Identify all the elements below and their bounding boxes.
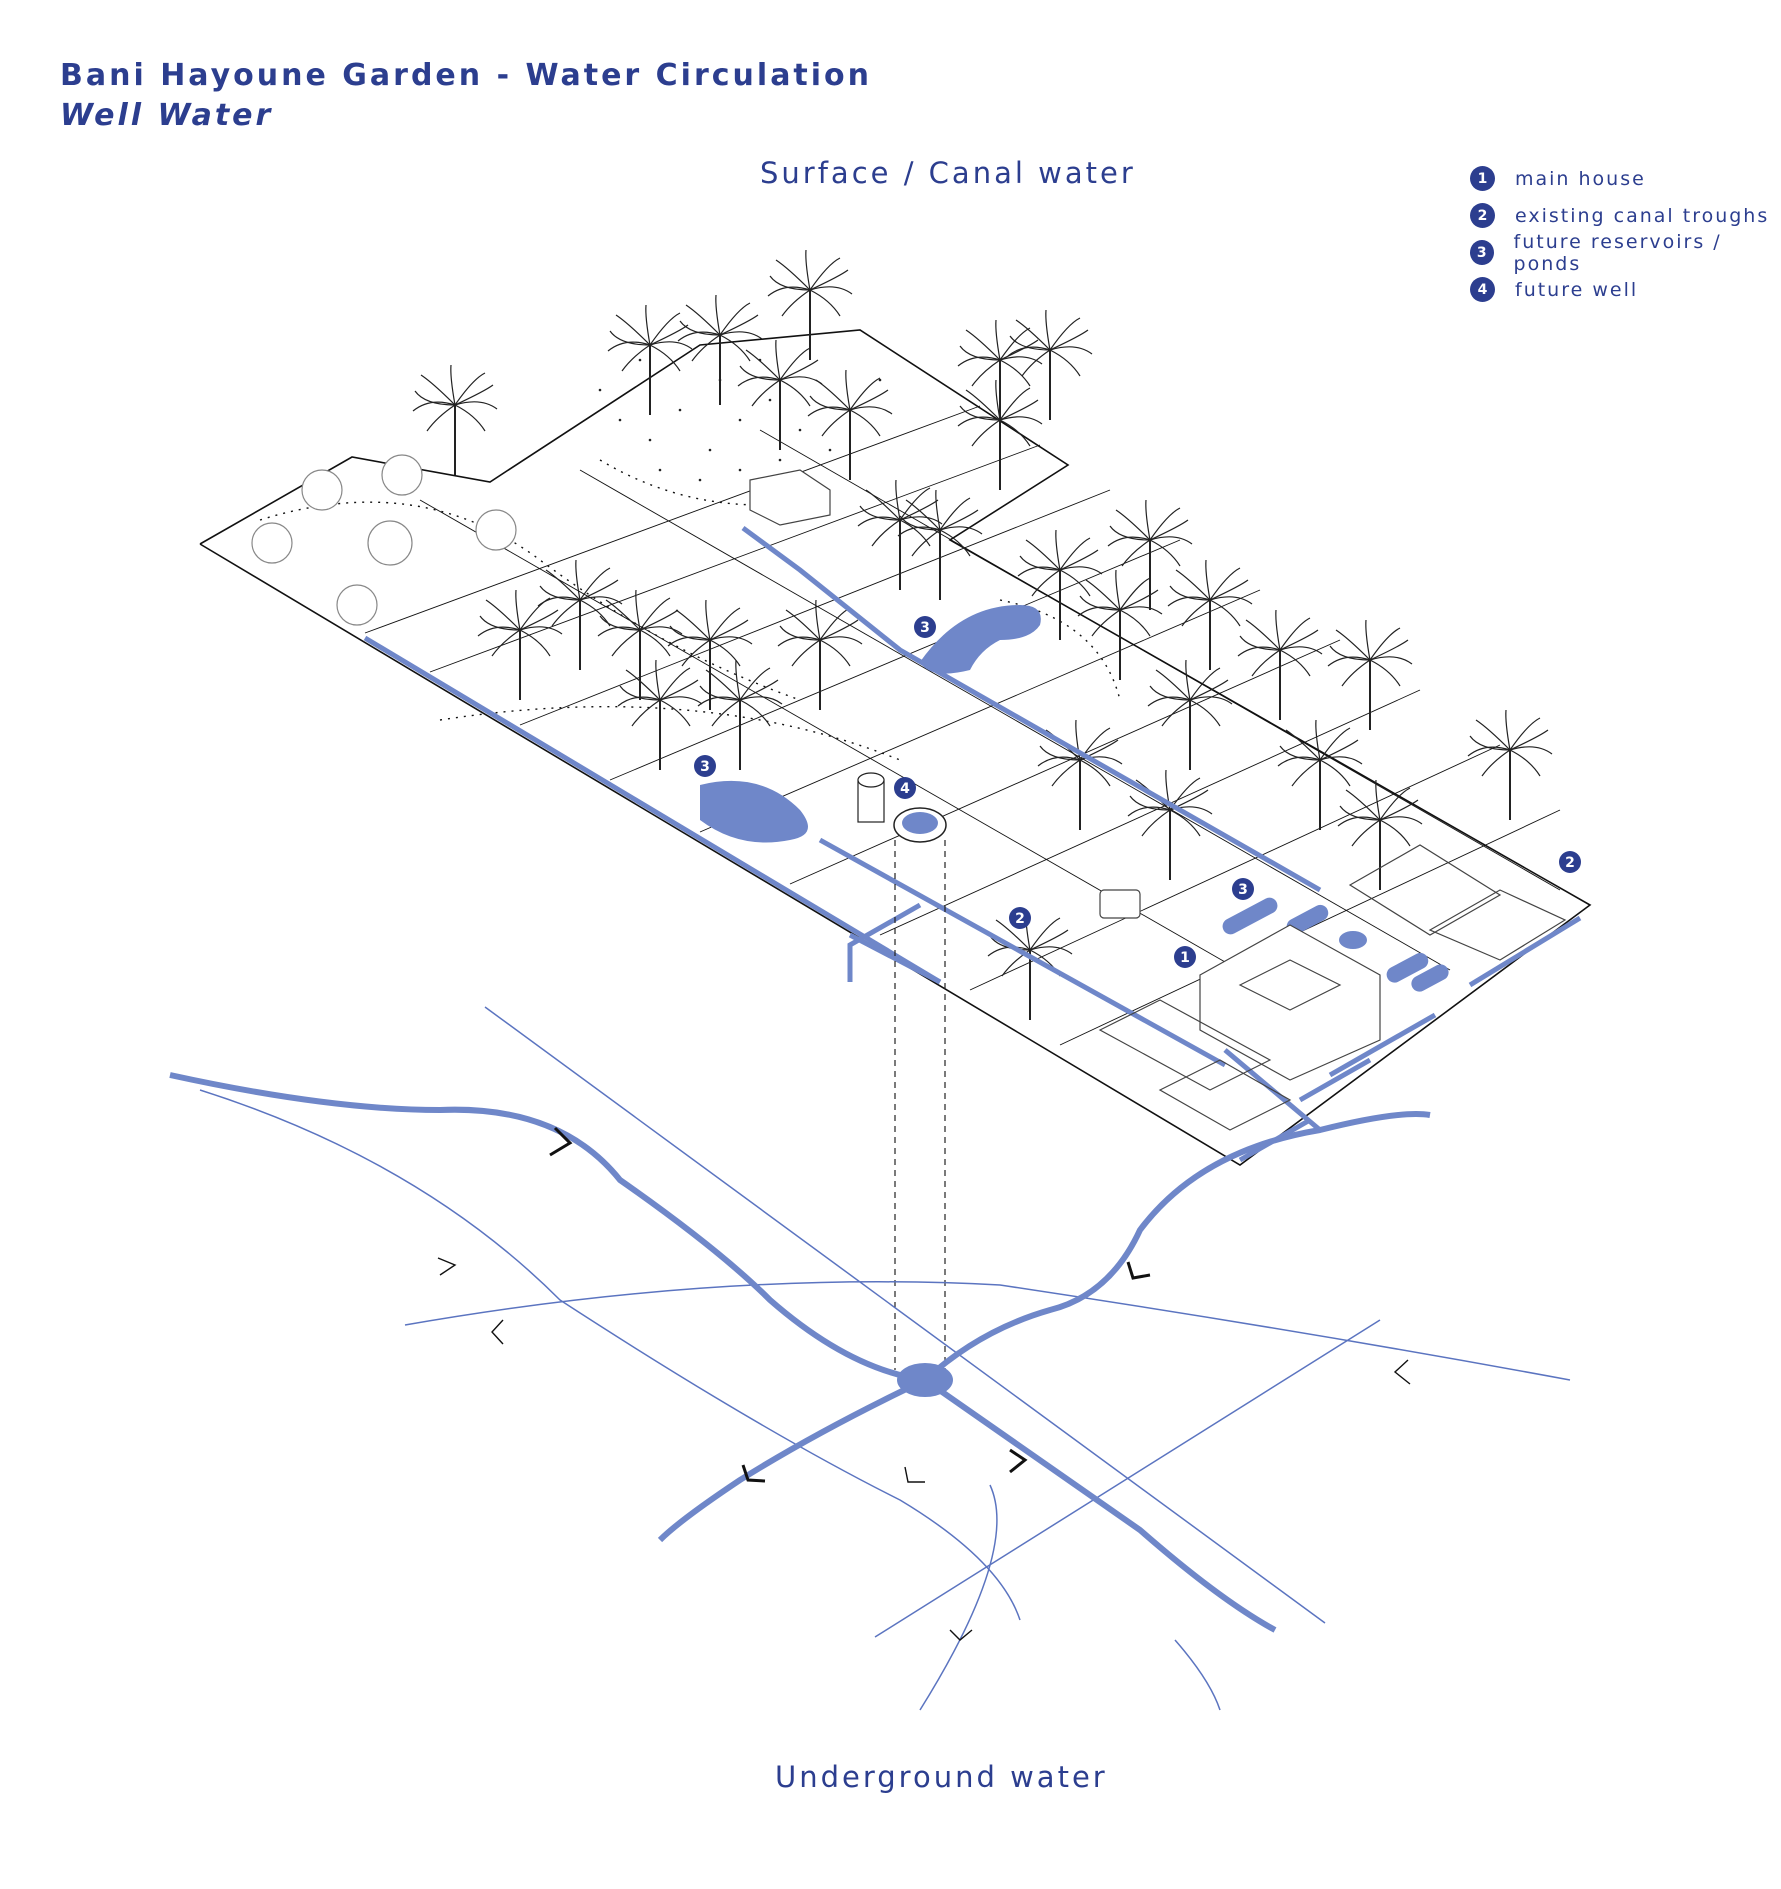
reservoir-strip-3 [1386, 952, 1429, 983]
marker-3-west: 3 [694, 755, 716, 777]
legend-marker-2: 2 [1470, 203, 1495, 228]
main-stream-west [169, 1072, 926, 1383]
marker-4: 4 [894, 777, 916, 799]
legend-label-4: future well [1515, 278, 1639, 301]
reservoir-strip-1 [1222, 897, 1278, 935]
underground-network [169, 1006, 1571, 1711]
main-stream-east [922, 1111, 1431, 1383]
main-stream-southwest [657, 1377, 927, 1543]
reservoir-dot [1339, 931, 1367, 949]
svg-text:1: 1 [1180, 950, 1190, 966]
flow-arrows [549, 1126, 1151, 1483]
marker-2-east: 2 [1559, 851, 1581, 873]
legend-label-3: future reservoirs / ponds [1513, 230, 1722, 275]
reservoir-strip-4 [1411, 964, 1449, 992]
underground-water-label: Underground water [775, 1760, 1108, 1794]
yurts [251, 454, 517, 626]
svg-text:3: 3 [1238, 882, 1248, 898]
svg-text:3: 3 [700, 759, 710, 775]
legend-item-canal-troughs: 2 existing canal troughs [1470, 197, 1781, 234]
marker-2-center: 2 [1009, 907, 1031, 929]
flow-arrows-thin [437, 1257, 1411, 1641]
main-stream-southeast [923, 1377, 1277, 1633]
svg-text:4: 4 [900, 781, 910, 797]
reservoirs [700, 605, 1449, 992]
grove-stipple [598, 358, 882, 482]
reservoir-pond-west [700, 780, 808, 843]
surface-water-label: Surface / Canal water [760, 156, 1136, 190]
marker-3-north: 3 [914, 616, 936, 638]
svg-text:2: 2 [1015, 911, 1025, 927]
svg-text:2: 2 [1565, 855, 1575, 871]
diagram-subtitle: Well Water [60, 98, 274, 133]
buildings [749, 469, 1567, 1131]
svg-text:3: 3 [920, 620, 930, 636]
legend-label-2: existing canal troughs [1515, 204, 1770, 227]
legend-item-well: 4 future well [1470, 271, 1781, 308]
legend: 1 main house 2 existing canal troughs 3 … [1470, 160, 1781, 308]
reservoir-pond-north [920, 605, 1041, 674]
legend-label-1: main house [1515, 167, 1646, 190]
aquifer-node [897, 1363, 953, 1397]
legend-marker-3: 3 [1470, 240, 1494, 265]
reservoir-strip-2 [1286, 904, 1329, 935]
legend-marker-4: 4 [1470, 277, 1495, 302]
legend-marker-1: 1 [1470, 166, 1495, 191]
legend-item-main-house: 1 main house [1470, 160, 1781, 197]
legend-item-reservoirs: 3 future reservoirs / ponds [1470, 231, 1781, 275]
marker-1: 1 [1174, 946, 1196, 968]
well [857, 772, 947, 1370]
marker-3-east: 3 [1232, 878, 1254, 900]
main-house [1199, 924, 1381, 1081]
diagram-title: Bani Hayoune Garden - Water Circulation [60, 58, 873, 93]
